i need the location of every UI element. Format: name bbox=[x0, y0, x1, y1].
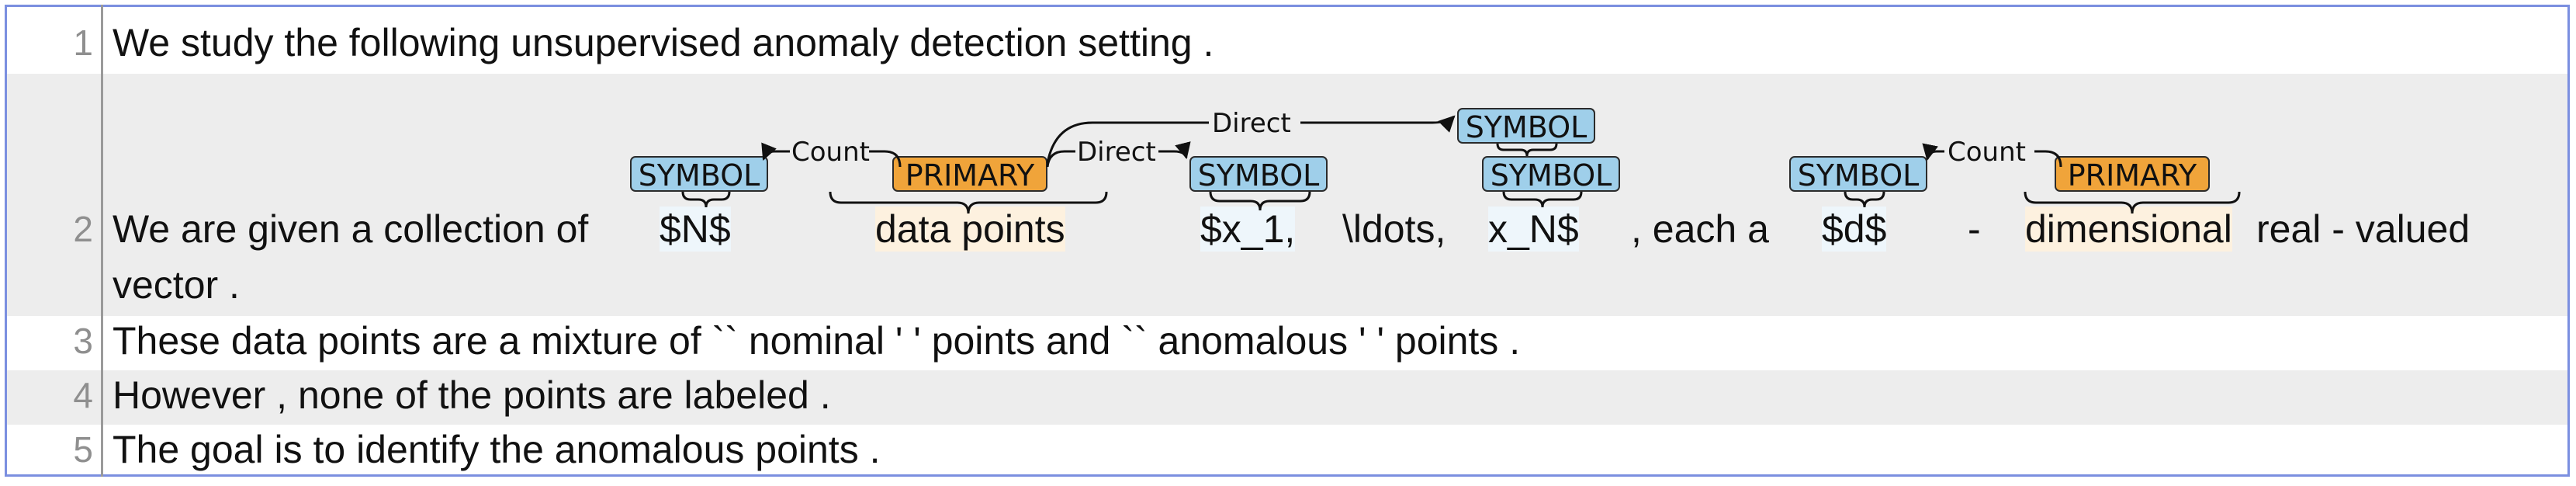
entity-label-symbol[interactable]: SYMBOL bbox=[1789, 156, 1927, 193]
token-primary-dimensional[interactable]: dimensional bbox=[2025, 207, 2232, 252]
sentence-text: These data points are a mixture of `` no… bbox=[113, 319, 1521, 363]
token-symbol-x1[interactable]: $x_1, bbox=[1200, 207, 1296, 252]
entity-label-symbol[interactable]: SYMBOL bbox=[630, 156, 768, 193]
line-number: 1 bbox=[73, 23, 93, 63]
token-dash: - bbox=[1968, 207, 1981, 251]
sentence-continuation: vector . bbox=[113, 263, 240, 307]
token-primary-data-points[interactable]: data points bbox=[875, 207, 1065, 252]
token-each-a: , each a bbox=[1631, 207, 1769, 251]
span-brace bbox=[1209, 191, 1311, 211]
entity-label-symbol[interactable]: SYMBOL bbox=[1457, 108, 1595, 144]
arc-count-1 bbox=[869, 150, 902, 168]
sentence-text: The goal is to identify the anomalous po… bbox=[113, 428, 881, 471]
line-number: 5 bbox=[73, 429, 93, 470]
token-real-valued: real - valued bbox=[2256, 207, 2470, 251]
line-number: 4 bbox=[73, 375, 93, 415]
token-symbol-d[interactable]: $d$ bbox=[1822, 207, 1887, 252]
token-symbol-N[interactable]: $N$ bbox=[660, 207, 731, 252]
span-brace bbox=[681, 191, 731, 208]
entity-label-symbol[interactable]: SYMBOL bbox=[1189, 156, 1328, 193]
span-brace bbox=[829, 191, 1108, 214]
sentence-text: We study the following unsupervised anom… bbox=[113, 21, 1214, 64]
entity-label-primary[interactable]: PRIMARY bbox=[2055, 156, 2210, 193]
line-number: 3 bbox=[73, 321, 93, 361]
relation-label-direct: Direct bbox=[1077, 137, 1156, 168]
span-brace bbox=[1502, 191, 1583, 208]
gutter-divider bbox=[101, 5, 103, 477]
line-number: 2 bbox=[73, 209, 93, 249]
token-ldots: \ldots, bbox=[1342, 207, 1446, 251]
relation-label-count: Count bbox=[791, 137, 870, 168]
relation-label-count: Count bbox=[1948, 137, 2026, 168]
sentence-text: We are given a collection of bbox=[113, 207, 589, 251]
sentence-text: However , none of the points are labeled… bbox=[113, 373, 831, 417]
span-brace bbox=[1844, 191, 1885, 208]
entity-label-symbol[interactable]: SYMBOL bbox=[1482, 156, 1620, 193]
span-brace bbox=[1496, 143, 1558, 157]
relation-label-direct: Direct bbox=[1212, 108, 1291, 139]
line-row-2 bbox=[7, 74, 2567, 316]
line-row-4 bbox=[7, 370, 2567, 425]
span-brace bbox=[2024, 191, 2241, 214]
token-symbol-xN[interactable]: x_N$ bbox=[1488, 207, 1579, 252]
entity-label-primary[interactable]: PRIMARY bbox=[892, 156, 1047, 193]
